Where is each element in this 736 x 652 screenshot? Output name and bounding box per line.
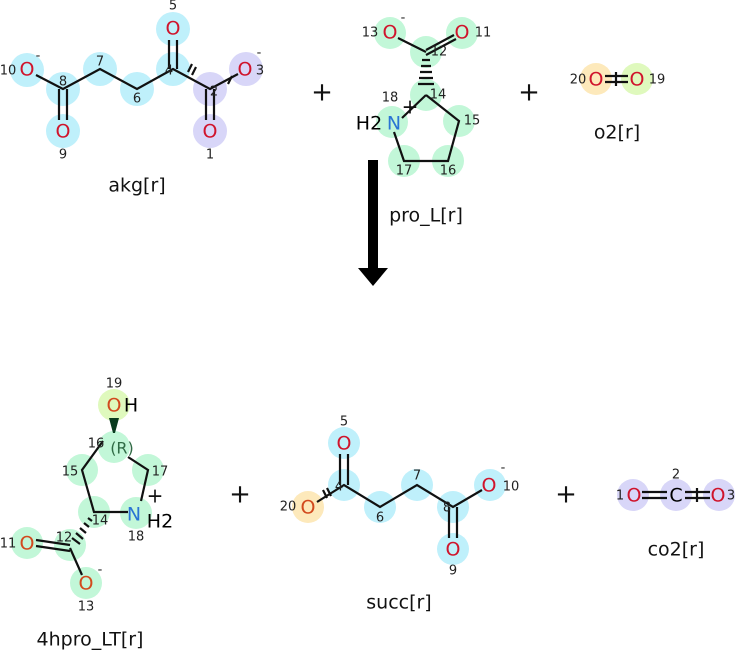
atom-number: 9 bbox=[59, 148, 67, 163]
atom-number: 6 bbox=[133, 92, 141, 107]
atom-o9: O bbox=[446, 539, 461, 561]
atom-number: 1 bbox=[616, 489, 624, 504]
molecule-4hpro-lt: O H 19 16 (R) 15 17 14 N H2 + 18 12 O 11… bbox=[0, 377, 173, 651]
plus-sign: + bbox=[555, 480, 577, 510]
atom-o1: O bbox=[627, 485, 642, 507]
plus-sign: + bbox=[518, 78, 540, 108]
molecule-name: pro_L[r] bbox=[389, 205, 463, 227]
atom-number: 10 bbox=[503, 480, 520, 495]
atom-o9: O bbox=[56, 121, 71, 143]
atom-o10: O bbox=[482, 475, 497, 497]
atom-number: 15 bbox=[62, 465, 79, 480]
molecule-o2: O 20 O 19 o2[r] bbox=[570, 63, 666, 144]
molecule-name: succ[r] bbox=[366, 592, 431, 614]
atom-n18: N bbox=[387, 113, 401, 135]
atom-o3: O bbox=[238, 59, 253, 81]
atom-number: 12 bbox=[56, 531, 73, 546]
atom-number: 11 bbox=[475, 26, 492, 41]
atom-o10: O bbox=[20, 59, 35, 81]
charge: - bbox=[501, 461, 506, 476]
atom-number: 17 bbox=[396, 164, 413, 179]
atom-number: 6 bbox=[376, 511, 384, 526]
charge: - bbox=[98, 563, 103, 578]
atom-number: 18 bbox=[382, 91, 399, 106]
hydrogen-label: H2 bbox=[147, 511, 173, 533]
molecule-akg: O - 10 8 7 6 4 O 5 2 O 3 - O 1 O 9 akg[r… bbox=[0, 0, 264, 197]
atom-number: 9 bbox=[449, 564, 457, 579]
atom-o13: O bbox=[79, 573, 94, 595]
atom-o20: O bbox=[589, 69, 604, 91]
atom-number: 7 bbox=[413, 469, 421, 484]
stereo-label: (R) bbox=[110, 439, 134, 458]
molecule-name: co2[r] bbox=[648, 539, 705, 561]
molecule-co2: O 1 C 2 O 3 co2[r] bbox=[616, 468, 735, 561]
atom-number: 8 bbox=[59, 75, 67, 90]
atom-number: 5 bbox=[169, 0, 177, 14]
atom-number: 16 bbox=[440, 164, 457, 179]
atom-number: 4 bbox=[165, 64, 173, 79]
hydrogen-label: H2 bbox=[356, 113, 382, 135]
atom-number: 2 bbox=[210, 85, 218, 100]
atom-number: 16 bbox=[88, 437, 105, 452]
molecule-name: 4hpro_LT[r] bbox=[37, 629, 144, 651]
atom-number: 17 bbox=[152, 465, 169, 480]
atom-number: 13 bbox=[78, 600, 95, 615]
atom-number: 2 bbox=[672, 468, 680, 483]
atom-number: 7 bbox=[96, 55, 104, 70]
plus-sign: + bbox=[311, 78, 333, 108]
atom-number: 20 bbox=[280, 500, 297, 515]
atom-number: 8 bbox=[443, 501, 451, 516]
atom-number: 10 bbox=[0, 64, 16, 79]
atom-c2: C bbox=[669, 485, 682, 507]
atom-o11: O bbox=[20, 533, 35, 555]
atom-number: 19 bbox=[106, 377, 123, 392]
atom-number: 4 bbox=[335, 480, 343, 495]
atom-number: 12 bbox=[431, 45, 448, 60]
positive-charge: + bbox=[402, 95, 419, 119]
atom-number: 19 bbox=[649, 73, 666, 88]
atom-o5: O bbox=[337, 433, 352, 455]
atom-o3: O bbox=[711, 485, 726, 507]
atom-o11: O bbox=[455, 22, 470, 44]
plus-sign: + bbox=[229, 480, 251, 510]
atom-o13: O bbox=[383, 22, 398, 44]
atom-number: 13 bbox=[362, 26, 379, 41]
atom-number: 14 bbox=[430, 88, 447, 103]
molecule-name: akg[r] bbox=[108, 175, 165, 197]
hydrogen-label: H bbox=[124, 395, 138, 417]
atom-o20: O bbox=[301, 497, 316, 519]
atom-n18: N bbox=[127, 504, 141, 526]
molecule-pro-l: O - 13 12 O 11 14 N H2 + 18 15 16 17 pro… bbox=[356, 11, 491, 227]
atom-number: 11 bbox=[0, 537, 16, 552]
charge: - bbox=[257, 46, 262, 61]
atom-number: 1 bbox=[206, 148, 214, 163]
atom-number: 3 bbox=[256, 64, 264, 79]
atom-number: 18 bbox=[128, 530, 145, 545]
atom-o19: O bbox=[107, 395, 122, 417]
molecule-succ: O 20 4 O 5 6 7 8 O - 10 O 9 succ[r] bbox=[280, 415, 520, 614]
atom-number: 15 bbox=[464, 114, 481, 129]
atom-o5: O bbox=[166, 18, 181, 40]
positive-charge: + bbox=[147, 484, 164, 508]
charge: - bbox=[36, 49, 41, 64]
atom-number: 14 bbox=[92, 514, 109, 529]
reaction-arrow bbox=[358, 160, 388, 286]
molecule-name: o2[r] bbox=[594, 122, 640, 144]
atom-o1: O bbox=[203, 121, 218, 143]
charge: - bbox=[401, 11, 406, 26]
atom-o19: O bbox=[630, 69, 645, 91]
atom-number: 3 bbox=[727, 489, 735, 504]
atom-number: 5 bbox=[340, 415, 348, 430]
atom-number: 20 bbox=[570, 73, 587, 88]
